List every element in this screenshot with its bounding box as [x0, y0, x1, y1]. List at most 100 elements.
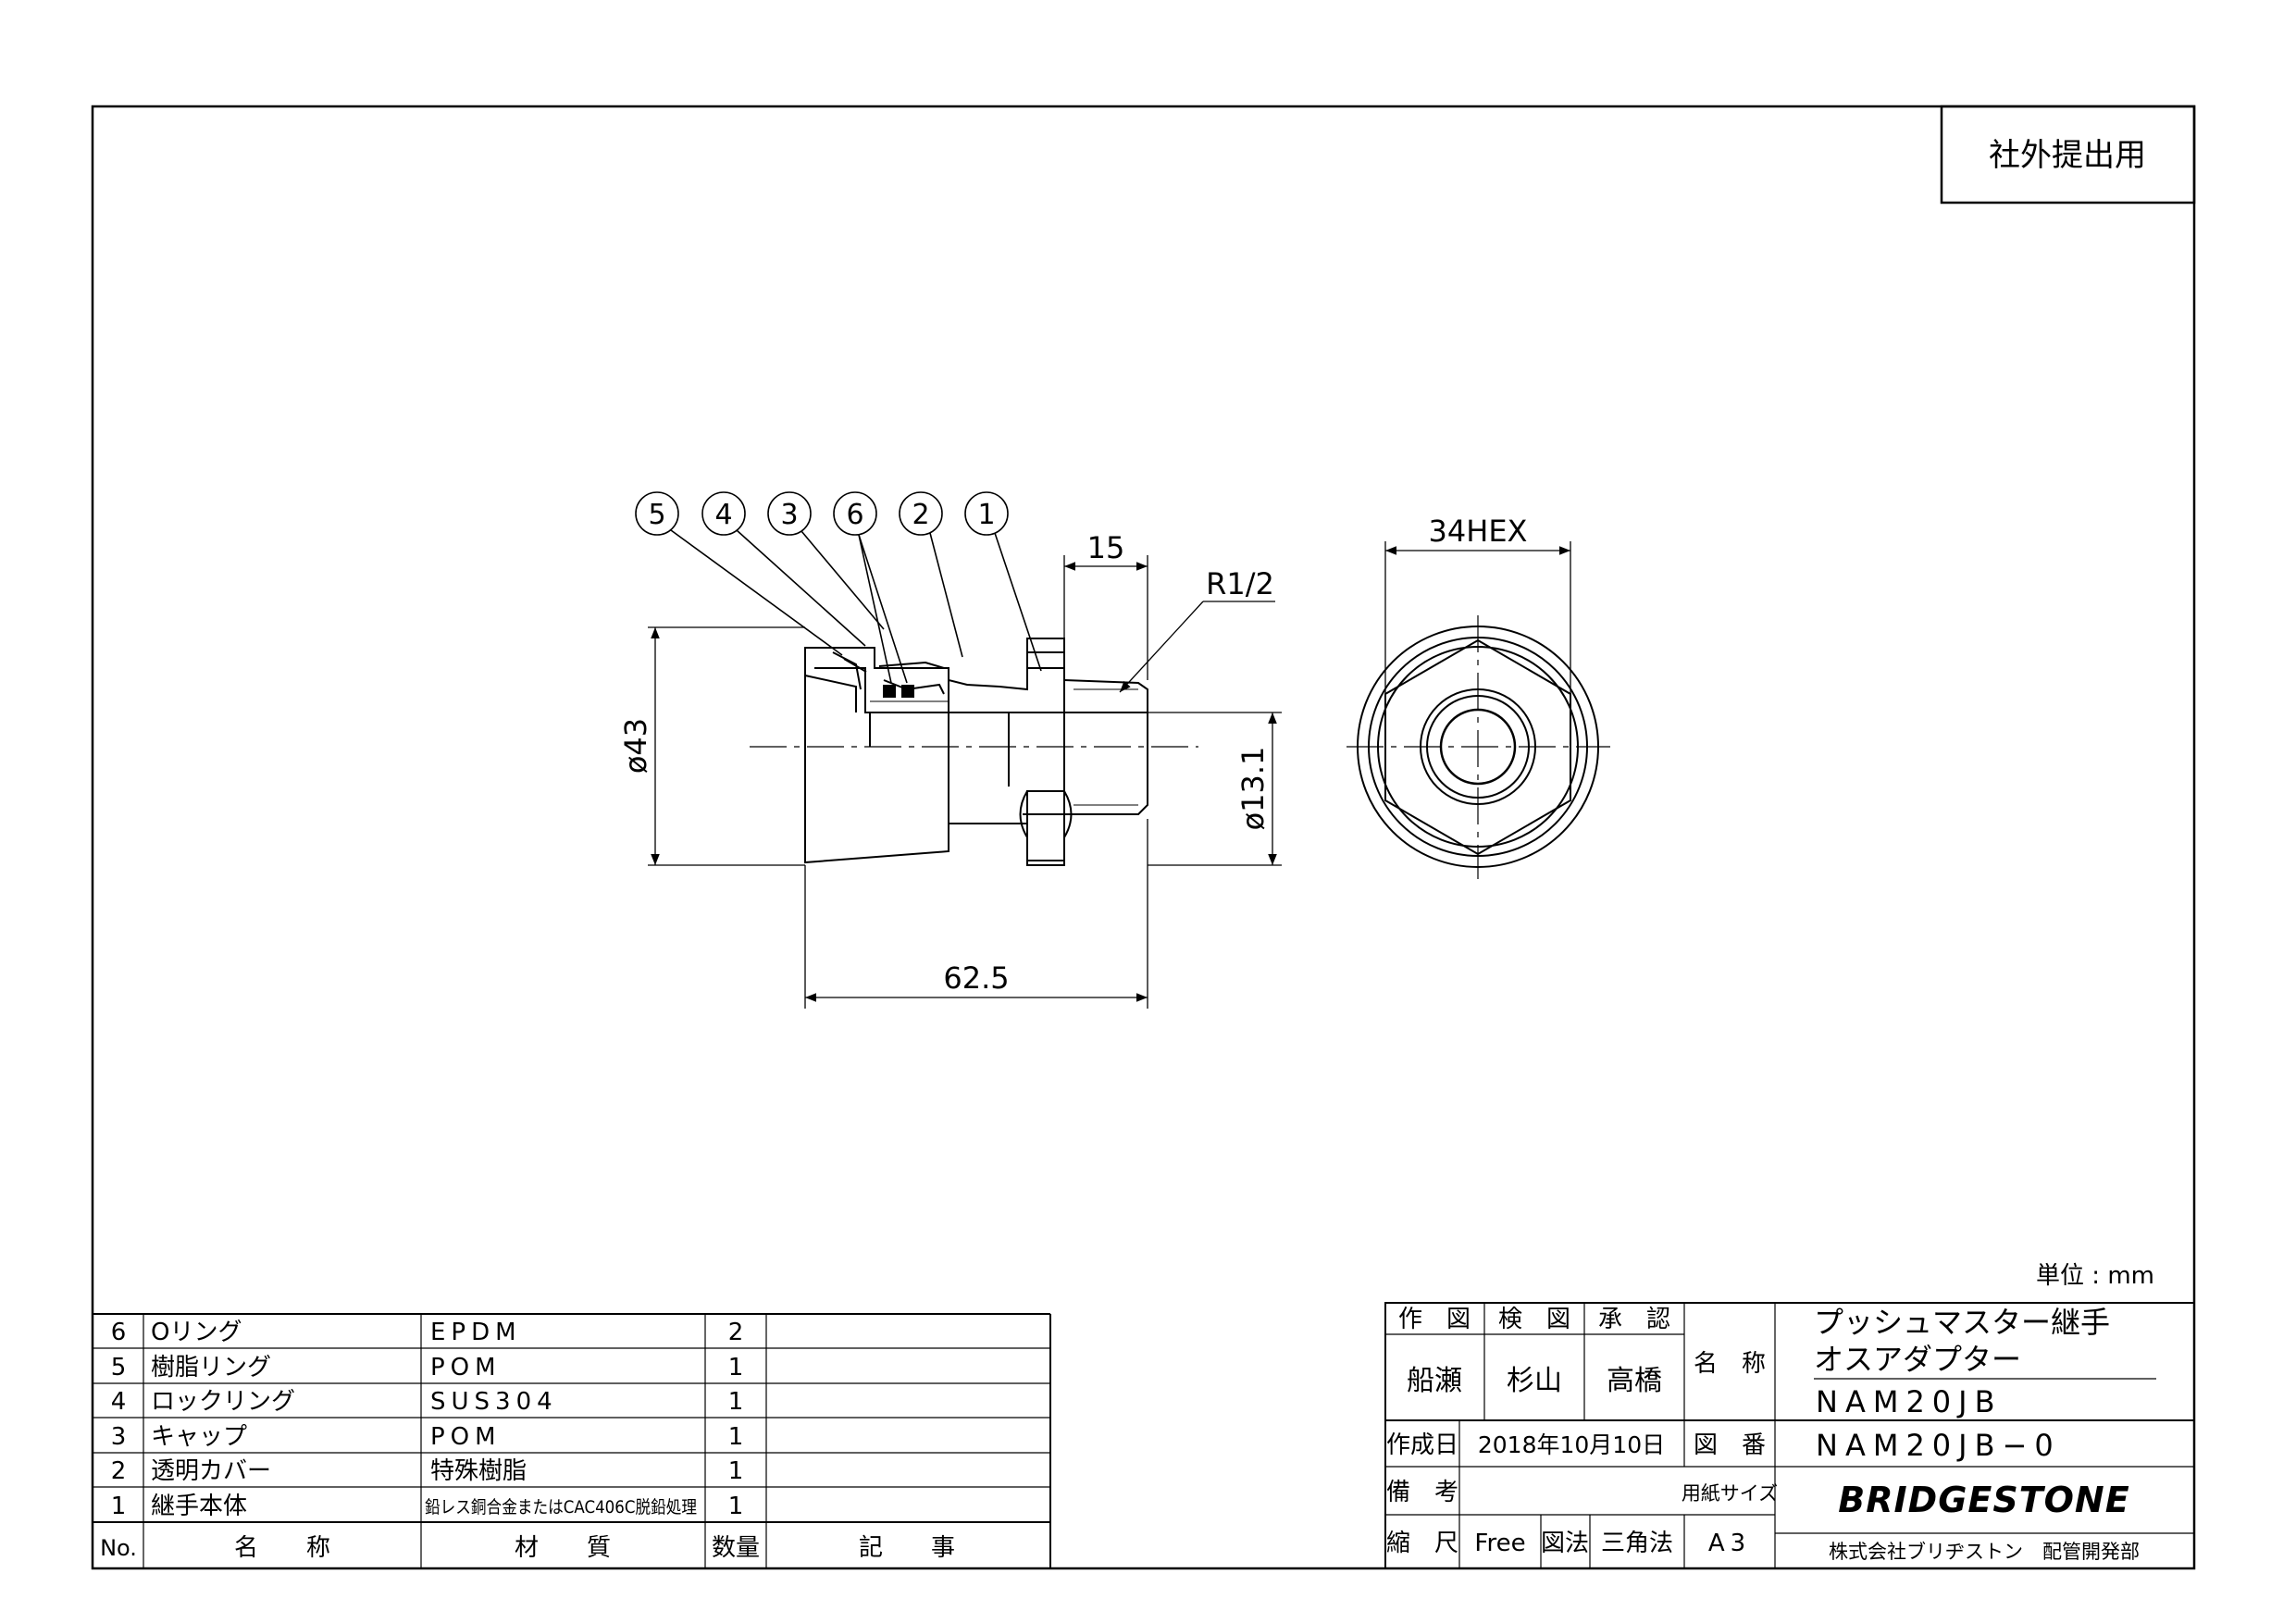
paper-size: A3 — [1708, 1530, 1751, 1557]
dim-thread-size: R1/2 — [1206, 566, 1274, 601]
balloon-3 — [767, 491, 812, 536]
header-qty: 数量 — [712, 1534, 760, 1562]
row-no: 1 — [111, 1493, 127, 1520]
row-qty: 2 — [728, 1319, 744, 1346]
end-bore — [1439, 708, 1517, 786]
cap-body — [804, 647, 1065, 864]
balloon-1 — [964, 491, 1009, 536]
balloon-1-label: 1 — [977, 499, 995, 531]
dim-inner-diameter: ø13.1 — [1235, 747, 1271, 831]
table-row: 2 透明カバー 特殊樹脂 1 — [111, 1457, 744, 1485]
header-no: No. — [100, 1535, 137, 1561]
row-material: 鉛レス銅合金またはCAC406C脱鉛処理 — [425, 1497, 697, 1518]
end-outer-circle — [1357, 626, 1599, 868]
balloon-6-label: 6 — [846, 499, 863, 531]
checked-by: 杉山 — [1507, 1365, 1562, 1397]
table-row: 4 ロックリング SUS304 1 — [111, 1388, 744, 1416]
header-name: 名 称 — [234, 1534, 330, 1562]
socket-bore — [814, 667, 1010, 747]
balloon-3-label: 3 — [780, 499, 798, 531]
row-name: 透明カバー — [151, 1457, 271, 1485]
hex-flange — [1026, 638, 1065, 669]
row-qty: 1 — [728, 1493, 744, 1520]
approved-label: 承 認 — [1598, 1306, 1670, 1333]
balloon-5-label: 5 — [648, 499, 665, 531]
brand-logo: BRIDGESTONE — [1838, 1480, 2129, 1520]
balloon-2-label: 2 — [912, 499, 929, 531]
scale: Free — [1474, 1530, 1525, 1557]
scale-label: 縮 尺 — [1386, 1530, 1458, 1557]
side-dimension-labels: 15 R1/2 ø43 ø13.1 62.5 — [618, 530, 1274, 996]
paper-size-label: 用紙サイズ — [1682, 1482, 1778, 1505]
projection-label: 図法 — [1541, 1530, 1589, 1557]
side-view — [750, 638, 1198, 866]
row-name: 継手本体 — [151, 1493, 247, 1520]
title-block: 作 図 検 図 承 認 船瀬 杉山 高橋 名 称 プッシュマスター継手 オスアダ… — [1386, 1305, 2140, 1563]
row-no: 2 — [111, 1457, 127, 1485]
end-view — [1347, 541, 1610, 879]
balloon-4-label: 4 — [714, 499, 732, 531]
drawing-no: NAM20JB−0 — [1816, 1428, 2061, 1463]
row-material: POM — [430, 1423, 502, 1451]
dim-overall-length: 62.5 — [943, 960, 1009, 996]
stamp-box: 社外提出用 — [1940, 105, 2196, 204]
row-name: 樹脂リング — [151, 1354, 271, 1381]
company-name: 株式会社ブリヂストン 配管開発部 — [1829, 1541, 2140, 1563]
row-qty: 1 — [728, 1423, 744, 1451]
name-label: 名 称 — [1694, 1350, 1766, 1378]
row-material: EPDM — [430, 1319, 522, 1346]
balloon-6 — [833, 491, 877, 536]
lock-ring — [832, 651, 945, 690]
header-remarks: 記 事 — [859, 1534, 955, 1562]
notes-label: 備 考 — [1386, 1479, 1458, 1506]
date-label: 作成日 — [1386, 1431, 1458, 1459]
side-dimensions — [648, 555, 1282, 1009]
drawn-by: 船瀬 — [1407, 1365, 1462, 1397]
date: 2018年10月10日 — [1478, 1431, 1665, 1458]
table-row: 1 継手本体 鉛レス銅合金またはCAC406C脱鉛処理 1 — [111, 1493, 744, 1520]
row-qty: 1 — [728, 1388, 744, 1416]
row-material: SUS304 — [430, 1388, 558, 1416]
checked-label: 検 図 — [1498, 1306, 1570, 1333]
dim-hex: 34HEX — [1429, 514, 1528, 549]
projection: 三角法 — [1601, 1530, 1673, 1557]
product-name-1: プッシュマスター継手 — [1814, 1305, 2110, 1340]
unit-label: 単位 : mm — [2036, 1262, 2154, 1290]
row-material: 特殊樹脂 — [430, 1457, 527, 1485]
row-no: 3 — [111, 1423, 127, 1451]
balloon-2 — [899, 491, 943, 536]
table-header: No. 名 称 材 質 数量 記 事 — [100, 1534, 955, 1562]
dim-thread-length: 15 — [1087, 530, 1125, 565]
balloon-labels: 5 4 3 6 2 1 — [648, 499, 995, 531]
balloons — [635, 491, 1042, 684]
parts-table: 6 Oリング EPDM 2 5 樹脂リング POM 1 4 ロックリング SUS… — [100, 1319, 955, 1562]
drawn-label: 作 図 — [1398, 1306, 1471, 1333]
balloon-4 — [701, 491, 746, 536]
row-qty: 1 — [728, 1354, 744, 1381]
product-name-2: オスアダプター — [1814, 1342, 2021, 1377]
product-code: NAM20JB — [1816, 1384, 2003, 1419]
table-row: 6 Oリング EPDM 2 — [111, 1319, 744, 1346]
table-row: 3 キャップ POM 1 — [111, 1423, 744, 1451]
row-no: 5 — [111, 1354, 127, 1381]
row-no: 4 — [111, 1388, 127, 1416]
drawing-no-label: 図 番 — [1694, 1431, 1766, 1459]
row-name: ロックリング — [151, 1388, 295, 1416]
row-name: キャップ — [151, 1423, 247, 1451]
o-ring-1 — [883, 685, 896, 698]
title-block-grid — [1384, 1302, 2195, 1569]
row-name: Oリング — [151, 1319, 242, 1346]
parts-table-grid — [93, 1313, 1051, 1568]
dim-outer-diameter: ø43 — [618, 718, 653, 774]
row-material: POM — [430, 1354, 502, 1381]
row-qty: 1 — [728, 1457, 744, 1485]
approved-by: 高橋 — [1607, 1365, 1662, 1397]
sheet-border — [91, 105, 2196, 1570]
header-material: 材 質 — [515, 1534, 611, 1562]
o-ring-2 — [901, 685, 914, 698]
table-row: 5 樹脂リング POM 1 — [111, 1354, 744, 1381]
row-no: 6 — [111, 1319, 127, 1346]
balloon-5 — [635, 491, 679, 536]
stamp-text: 社外提出用 — [1989, 137, 2146, 174]
